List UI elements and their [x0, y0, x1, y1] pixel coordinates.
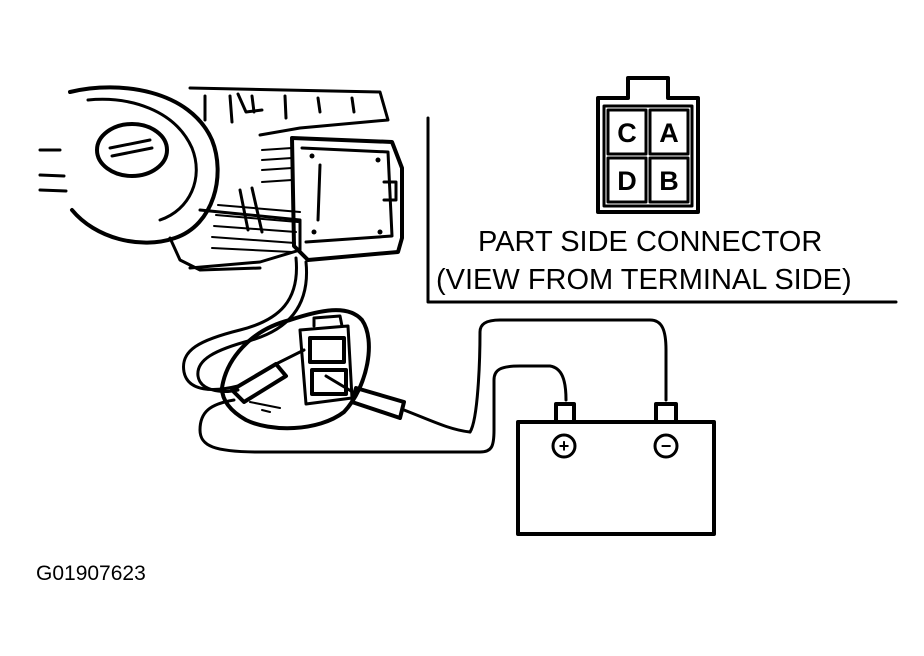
terminal-b-label: B: [659, 166, 679, 196]
test-probe-left: [198, 348, 568, 454]
connector-title-line1: PART SIDE CONNECTOR: [478, 226, 823, 258]
motor-assembly: [38, 85, 404, 272]
callout-bracket: [426, 116, 898, 304]
figure-id: G01907623: [36, 562, 146, 585]
wiring-harness: [182, 256, 309, 393]
terminal-d-label: D: [617, 166, 637, 196]
negative-symbol-label: −: [661, 436, 672, 456]
connector-title-line2: (VIEW FROM TERMINAL SIDE): [436, 264, 852, 296]
terminal-c-label: C: [617, 118, 637, 148]
negative-terminal-symbol: −: [653, 433, 679, 459]
battery: + −: [516, 402, 716, 536]
positive-terminal-symbol: +: [551, 433, 577, 459]
connector-terminal-view: C A D B: [596, 76, 700, 214]
positive-symbol-label: +: [559, 436, 570, 456]
connector-plug: [220, 308, 371, 431]
test-probe-right: [324, 318, 668, 434]
terminal-a-label: A: [659, 118, 679, 148]
